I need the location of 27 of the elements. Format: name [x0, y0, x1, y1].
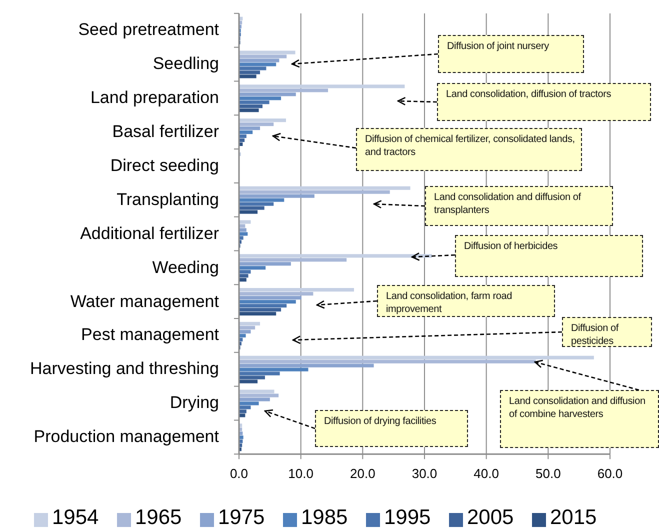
tick-label: 50.0 — [534, 466, 562, 482]
tick-label: 60.0 — [596, 466, 624, 482]
legend-label: 1965 — [135, 506, 182, 528]
tick-label: 20.0 — [349, 466, 376, 482]
legend-label: 2005 — [467, 506, 514, 528]
category-label: Basal fertilizer — [112, 122, 219, 142]
category-label: Seedling — [152, 54, 219, 74]
category-label: Additional fertilizer — [80, 224, 219, 244]
category-label: Drying — [170, 393, 219, 414]
category-label: Land preparation — [90, 88, 219, 108]
tick-label: 30.0 — [410, 466, 438, 482]
legend-label: 1995 — [384, 506, 431, 528]
tick-label: 40.0 — [472, 466, 500, 482]
category-label: Water management — [70, 292, 219, 312]
legend-label: 1985 — [301, 506, 348, 528]
category-label: Transplanting — [116, 190, 219, 210]
legend-label: 1954 — [52, 506, 99, 528]
category-label: Harvesting and threshing — [30, 359, 219, 380]
category-label: Pest management — [81, 325, 219, 346]
legend-label: 2015 — [550, 506, 597, 528]
category-label: Weeding — [152, 258, 219, 278]
category-label: Direct seeding — [110, 156, 219, 176]
category-label: Seed pretreatment — [78, 20, 219, 40]
category-label: Production management — [34, 427, 219, 448]
legend-label: 1975 — [218, 506, 265, 528]
tick-label: 10.0 — [287, 466, 314, 482]
tick-label: 0.0 — [228, 466, 250, 482]
